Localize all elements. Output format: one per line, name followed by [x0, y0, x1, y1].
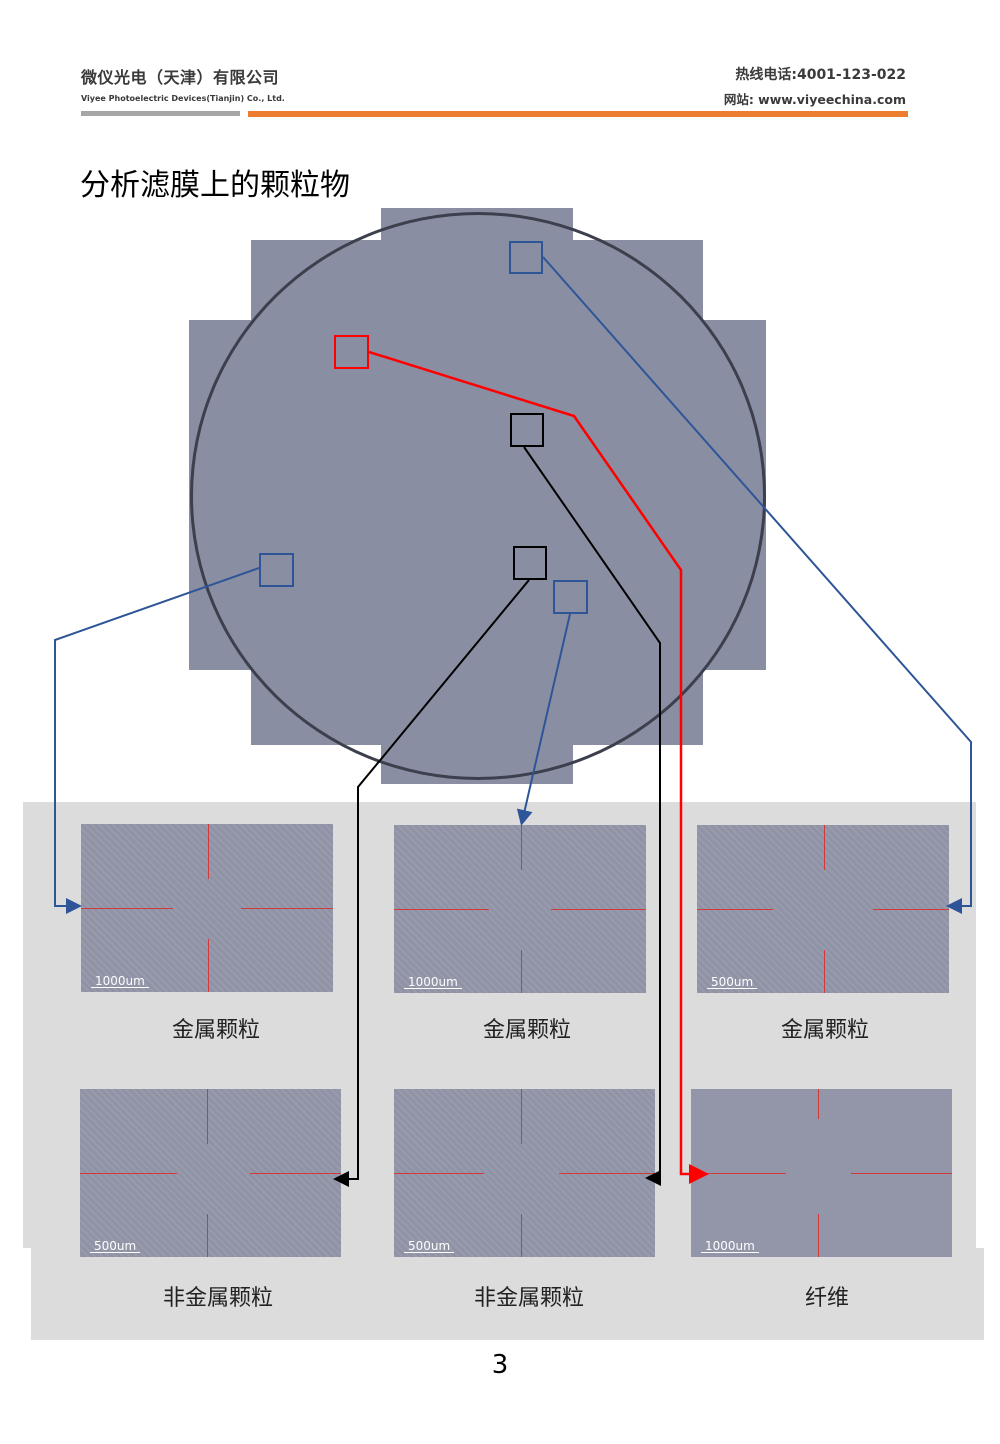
- header-orange-bar: [248, 111, 908, 117]
- micrograph-nonmetal-1: 500um: [80, 1089, 341, 1257]
- marker-blue-center: [553, 580, 588, 614]
- scale-bar: 500um: [707, 976, 758, 989]
- scale-bar: 500um: [90, 1240, 141, 1253]
- marker-red-fiber: [334, 335, 369, 369]
- hotline: 热线电话:4001-123-022: [735, 67, 906, 83]
- micrograph-fiber: 1000um: [691, 1089, 952, 1257]
- caption-nonmetal-1: 非金属颗粒: [162, 1286, 273, 1311]
- company-name-en: Viyee Photoelectric Devices(Tianjin) Co.…: [81, 94, 285, 103]
- header-gray-bar: [81, 111, 240, 116]
- scale-bar: 1000um: [701, 1240, 759, 1253]
- marker-blue-left: [259, 553, 294, 587]
- company-name-cn: 微仪光电（天津）有限公司: [81, 68, 280, 87]
- caption-metal-1: 金属颗粒: [171, 1018, 260, 1043]
- micrograph-metal-3: 500um: [697, 825, 949, 993]
- micrograph-metal-1: 1000um: [81, 824, 333, 992]
- scale-bar: 500um: [404, 1240, 455, 1253]
- caption-metal-2: 金属颗粒: [482, 1018, 571, 1043]
- caption-nonmetal-2: 非金属颗粒: [473, 1286, 584, 1311]
- caption-metal-3: 金属颗粒: [780, 1018, 869, 1043]
- caption-fiber: 纤维: [804, 1286, 849, 1311]
- scale-bar: 1000um: [404, 976, 462, 989]
- marker-black-upper: [510, 413, 544, 447]
- website-link[interactable]: 网站: www.viyeechina.com: [723, 92, 906, 107]
- micrograph-nonmetal-2: 500um: [394, 1089, 655, 1257]
- page-number: 3: [491, 1350, 509, 1380]
- results-panel-footer: [31, 1248, 984, 1340]
- page-title: 分析滤膜上的颗粒物: [80, 168, 350, 203]
- marker-black-lower: [513, 546, 547, 580]
- marker-blue-top: [509, 241, 543, 274]
- scale-bar: 1000um: [91, 975, 149, 988]
- micrograph-metal-2: 1000um: [394, 825, 646, 993]
